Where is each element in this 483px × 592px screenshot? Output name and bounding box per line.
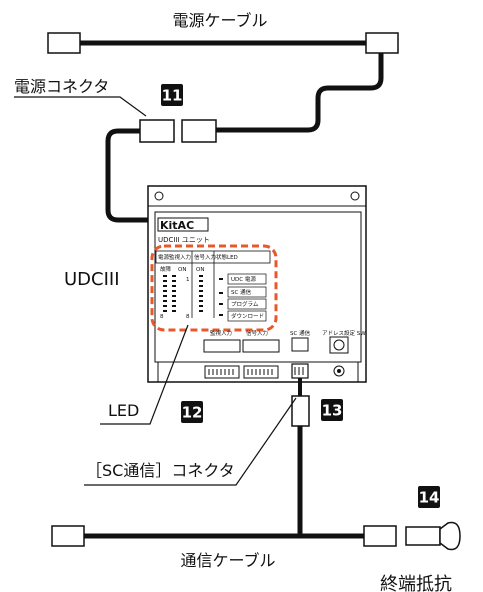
- callout-12: 12: [181, 401, 203, 423]
- terminal-block-left: [204, 365, 240, 379]
- terminator-label: 終端抵抗: [380, 574, 452, 592]
- svg-text:13: 13: [322, 402, 343, 420]
- svg-text:12: 12: [182, 404, 203, 422]
- callout-14: 14: [418, 486, 440, 508]
- svg-text:状態LED: 状態LED: [216, 253, 238, 261]
- callout-13: 13: [321, 399, 343, 421]
- power-connector-plug-right: [181, 119, 217, 143]
- udc-label: UDCIII: [64, 269, 120, 290]
- sc-connector-leader: [84, 397, 297, 486]
- address-switch: [329, 336, 349, 354]
- power-connector: 電源コネクタ: [14, 77, 217, 223]
- status-led-column: UDC 電源 SC 通信 プログラム ダウンロード: [219, 273, 267, 322]
- led-label: LED: [108, 401, 139, 420]
- terminator-cap: [439, 521, 461, 551]
- power-cable: 電源ケーブル: [47, 11, 399, 133]
- svg-text:ダウンロード: ダウンロード: [231, 312, 264, 320]
- svg-text:信号入力: 信号入力: [246, 329, 268, 337]
- unit-model-label: UDCIII ユニット: [158, 236, 210, 244]
- sc-connector-label: ［SC通信］コネクタ: [86, 461, 235, 480]
- udc-unit: KitAC UDCIII ユニット 電源監視入力 信号入力 状態LED 故障 O…: [147, 185, 367, 383]
- svg-text:1: 1: [186, 277, 190, 283]
- power-cable-wire: [216, 53, 384, 133]
- mount-hole-left: [154, 191, 164, 201]
- power-cable-right-plug: [365, 32, 399, 54]
- callout-11: 11: [161, 84, 183, 106]
- unit-bottom-strip: [157, 361, 359, 383]
- svg-text:アドレス設定 SW: アドレス設定 SW: [322, 329, 366, 337]
- power-cable-left-plug: [47, 32, 81, 54]
- communication-cable: 通信ケーブル: [51, 378, 397, 570]
- brand-logo: [157, 217, 209, 232]
- terminator-body: [405, 526, 441, 546]
- power-led-column: [163, 275, 176, 312]
- power-feed-wire: [105, 128, 155, 223]
- svg-text:電源監視入力: 電源監視入力: [158, 253, 191, 261]
- svg-text:プログラム: プログラム: [231, 300, 259, 308]
- power-connector-label: 電源コネクタ: [14, 77, 109, 96]
- power-connector-plug-left: [139, 119, 175, 143]
- terminal-block-right: [243, 365, 279, 379]
- signal-led-column: [199, 275, 203, 312]
- monitor-input-port: [203, 339, 241, 353]
- svg-text:KitAC: KitAC: [160, 219, 194, 232]
- svg-text:14: 14: [419, 489, 440, 507]
- svg-text:UDC 電源: UDC 電源: [231, 275, 256, 283]
- svg-text:11: 11: [162, 87, 183, 105]
- svg-text:8: 8: [160, 314, 164, 320]
- svg-text:SC 通信: SC 通信: [290, 329, 311, 337]
- mount-hole-right: [350, 191, 360, 201]
- dial-knob: [333, 365, 345, 377]
- svg-text:監視入力: 監視入力: [210, 329, 232, 337]
- svg-text:ON: ON: [178, 267, 186, 273]
- signal-input-port: [242, 339, 280, 353]
- comm-cable-right-plug: [363, 525, 397, 547]
- svg-text:ON: ON: [196, 267, 204, 273]
- comm-cable-label: 通信ケーブル: [180, 551, 275, 570]
- power-cable-label: 電源ケーブル: [172, 11, 267, 30]
- terminator: 終端抵抗: [380, 521, 461, 592]
- led-highlight: [150, 244, 278, 332]
- comm-cable-left-plug: [51, 525, 85, 547]
- led-leader: [100, 324, 189, 425]
- svg-text:信号入力: 信号入力: [194, 253, 216, 261]
- power-connector-leader: [14, 96, 147, 117]
- svg-text:SC 通信: SC 通信: [231, 288, 252, 296]
- svg-text:故障: 故障: [160, 265, 172, 273]
- svg-text:8: 8: [186, 314, 190, 320]
- sc-comm-port: [291, 337, 309, 352]
- sc-connector-socket: [291, 363, 309, 379]
